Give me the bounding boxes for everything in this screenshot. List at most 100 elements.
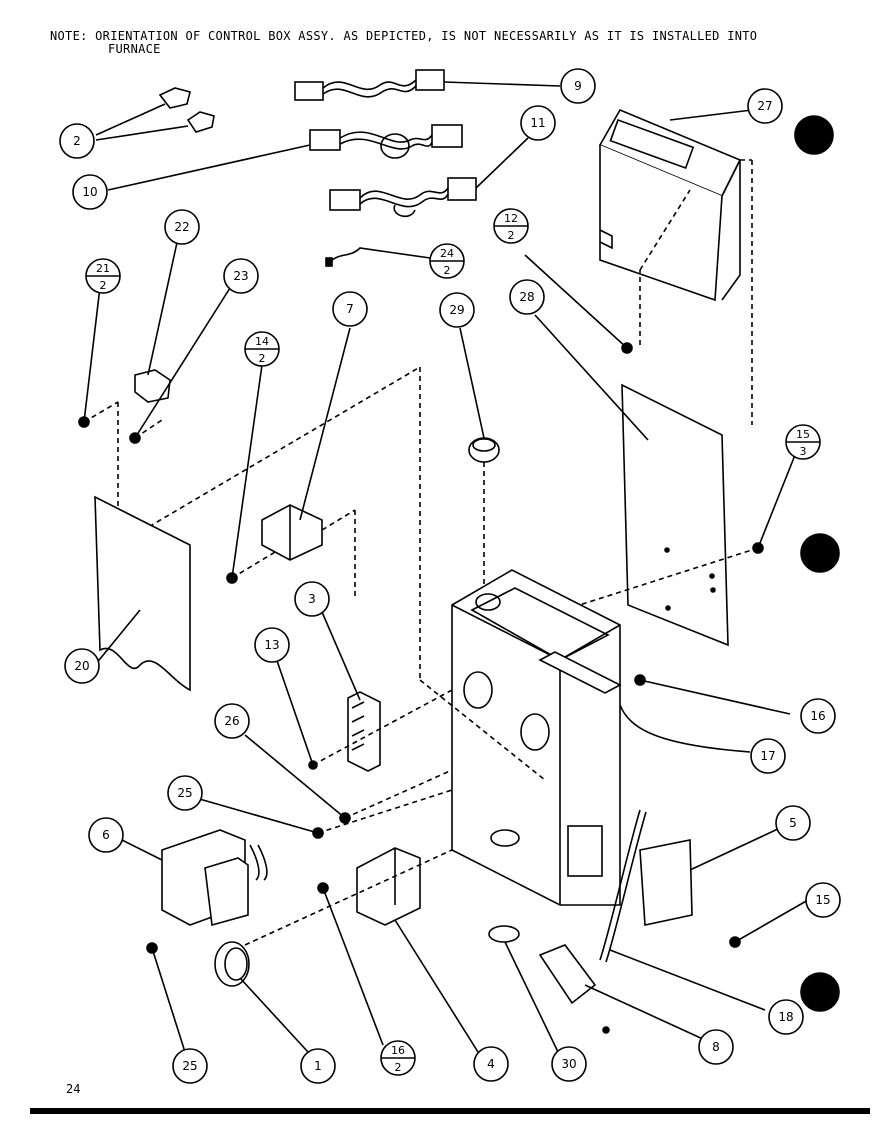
callout-4: 4 bbox=[473, 1046, 509, 1082]
callout-5: 5 bbox=[775, 805, 811, 841]
callout-label: 28 bbox=[519, 290, 534, 304]
callout-circle bbox=[300, 1048, 336, 1084]
callout-label: 20 bbox=[74, 659, 89, 673]
part-15-screw-lower bbox=[729, 899, 809, 948]
fraction-bottom: 2 bbox=[259, 352, 266, 365]
callout-circle bbox=[775, 805, 811, 841]
callout-circle bbox=[172, 1048, 208, 1084]
fraction-top: 21 bbox=[96, 262, 110, 275]
callout-circle bbox=[72, 174, 108, 210]
callout-label: 9 bbox=[574, 79, 582, 93]
callout-label: 6 bbox=[102, 828, 110, 842]
part-2-caps bbox=[95, 87, 215, 141]
scan-edge-bar bbox=[30, 1108, 870, 1114]
callout-circle bbox=[439, 292, 475, 328]
fraction-callout-15-3: 153 bbox=[785, 424, 821, 460]
callout-15: 15 bbox=[805, 882, 841, 918]
part-9-harness bbox=[294, 69, 561, 101]
callout-circle bbox=[64, 648, 100, 684]
callout-10: 10 bbox=[72, 174, 108, 210]
part-5-board bbox=[639, 827, 781, 926]
callout-label: 25 bbox=[177, 786, 192, 800]
callout-27: 27 bbox=[747, 88, 783, 124]
callout-label: 8 bbox=[712, 1040, 720, 1054]
part-7-relay bbox=[261, 327, 356, 600]
callout-label: 15 bbox=[815, 893, 830, 907]
callout-13: 13 bbox=[254, 627, 290, 663]
part-6-transformer bbox=[117, 829, 268, 927]
part-12-screw bbox=[524, 254, 633, 354]
callout-3: 3 bbox=[294, 581, 330, 617]
page-number: 24 bbox=[66, 1082, 81, 1096]
callout-label: 5 bbox=[789, 816, 797, 830]
callout-circle bbox=[698, 1029, 734, 1065]
part-8-bracket bbox=[538, 944, 706, 1041]
fraction-top: 16 bbox=[391, 1044, 405, 1057]
callout-25: 25 bbox=[172, 1048, 208, 1084]
fraction-top: 12 bbox=[504, 212, 518, 225]
callout-label: 23 bbox=[233, 269, 248, 283]
callout-circle bbox=[800, 698, 836, 734]
fraction-callout-21-2: 212 bbox=[85, 258, 121, 294]
fraction-bottom: 3 bbox=[800, 445, 807, 458]
part-1-ring bbox=[214, 941, 309, 1053]
callout-circle bbox=[254, 627, 290, 663]
callout-circle bbox=[164, 209, 200, 245]
fraction-bottom: 2 bbox=[508, 229, 515, 242]
fraction-bottom: 2 bbox=[395, 1061, 402, 1074]
callout-20: 20 bbox=[64, 648, 100, 684]
part-27-control-board bbox=[598, 108, 753, 425]
callout-26: 26 bbox=[214, 703, 250, 739]
part-15-screw-top bbox=[469, 454, 796, 641]
part-20-plate bbox=[94, 495, 191, 692]
callout-circle bbox=[473, 1046, 509, 1082]
fraction-callout-16-2: 162 bbox=[380, 1040, 416, 1076]
callout-circle bbox=[59, 123, 95, 159]
part-26-screw bbox=[244, 734, 351, 824]
callout-circle bbox=[332, 291, 368, 327]
part-3-terminal-strip bbox=[321, 611, 381, 772]
callout-label: 3 bbox=[308, 592, 316, 606]
part-13-screw bbox=[274, 654, 318, 770]
note-line-1: NOTE: ORIENTATION OF CONTROL BOX ASSY. A… bbox=[50, 29, 758, 43]
registration-dot-top bbox=[794, 115, 834, 155]
callout-label: 2 bbox=[73, 134, 81, 148]
callout-8: 8 bbox=[698, 1029, 734, 1065]
fraction-top: 24 bbox=[440, 247, 454, 260]
callout-circle bbox=[750, 738, 786, 774]
callout-25: 25 bbox=[167, 775, 203, 811]
callout-16: 16 bbox=[800, 698, 836, 734]
callout-28: 28 bbox=[509, 279, 545, 315]
callout-circle bbox=[805, 882, 841, 918]
callout-circle bbox=[88, 817, 124, 853]
callout-circle bbox=[551, 1046, 587, 1082]
note-line-2: FURNACE bbox=[108, 42, 161, 56]
callout-circle bbox=[520, 105, 556, 141]
callout-23: 23 bbox=[223, 258, 259, 294]
fraction-callout-24-2: 242 bbox=[429, 243, 465, 279]
part-17-wire bbox=[619, 704, 751, 753]
callout-circle bbox=[294, 581, 330, 617]
callout-label: 7 bbox=[346, 302, 354, 316]
callout-label: 11 bbox=[530, 116, 545, 130]
fraction-bottom: 2 bbox=[100, 279, 107, 292]
callout-30: 30 bbox=[551, 1046, 587, 1082]
callout-label: 4 bbox=[487, 1057, 495, 1071]
part-22-switch bbox=[134, 237, 179, 403]
callout-label: 27 bbox=[757, 99, 772, 113]
fraction-callout-12-2: 122 bbox=[493, 208, 529, 244]
callout-circle bbox=[768, 999, 804, 1035]
callout-label: 13 bbox=[264, 638, 279, 652]
callout-label: 29 bbox=[449, 303, 464, 317]
part-18-tube bbox=[599, 809, 766, 1011]
callout-label: 25 bbox=[182, 1059, 197, 1073]
callout-7: 7 bbox=[332, 291, 368, 327]
control-box-body bbox=[451, 569, 622, 906]
callout-label: 17 bbox=[760, 749, 775, 763]
part-10-harness bbox=[107, 124, 463, 191]
callout-circle bbox=[167, 775, 203, 811]
callout-label: 18 bbox=[778, 1010, 793, 1024]
